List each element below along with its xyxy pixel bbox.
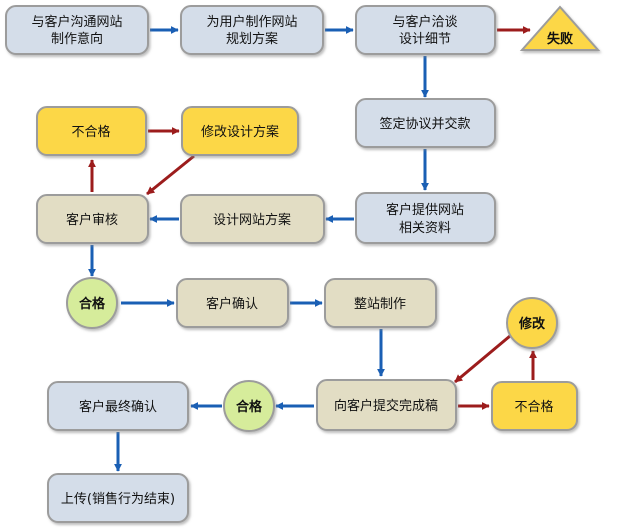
node-client-review: 客户审核 (36, 194, 149, 244)
node-label: 合格 (79, 296, 106, 312)
node-client-confirm: 客户确认 (176, 278, 289, 328)
node-planning-proposal: 为用户制作网站 规划方案 (180, 5, 324, 55)
node-revise: 修改 (506, 297, 558, 349)
node-label: 修改设计方案 (201, 124, 279, 140)
node-label: 不合格 (514, 399, 553, 415)
node-label: 合格 (236, 399, 263, 415)
arrow-mod1-n7 (146, 154, 195, 196)
node-label: 修改 (518, 316, 546, 332)
node-label: 整站制作 (354, 297, 406, 312)
node-fail: 失败 (519, 5, 601, 51)
node-qualified-1: 合格 (66, 277, 118, 329)
node-label-line2: 规划方案 (226, 31, 278, 47)
node-upload-end: 上传(销售行为结束) (47, 473, 189, 523)
node-unqualified-2: 不合格 (491, 381, 578, 431)
node-label-line1: 与客户洽谈 (392, 14, 457, 30)
node-negotiate-details: 与客户洽谈 设计细节 (355, 5, 496, 55)
node-label: 签定协议并交款 (379, 116, 470, 132)
arrow-mod2-n10 (454, 334, 511, 384)
node-label: 客户审核 (66, 212, 118, 228)
node-revise-design: 修改设计方案 (181, 106, 299, 156)
node-label: 客户确认 (206, 296, 258, 312)
node-sign-agreement: 签定协议并交款 (355, 98, 496, 148)
node-design-site-plan: 设计网站方案 (180, 194, 325, 244)
node-label: 不合格 (71, 124, 110, 140)
node-label-line2: 制作意向 (51, 31, 103, 47)
fail-label: 失败 (547, 31, 573, 47)
node-label-line1: 客户提供网站 (386, 202, 464, 218)
node-label: 客户最终确认 (79, 399, 157, 415)
node-unqualified-1: 不合格 (36, 106, 147, 156)
node-label: 上传(销售行为结束) (61, 491, 175, 507)
node-label-line1: 与客户沟通网站 (31, 14, 122, 30)
node-submit-final-draft: 向客户提交完成稿 (316, 379, 457, 431)
node-label-line1: 为用户制作网站 (206, 14, 297, 30)
node-qualified-2: 合格 (223, 380, 275, 432)
node-site-production: 整站制作 (324, 278, 437, 328)
node-label-line2: 相关资料 (399, 221, 451, 236)
node-client-provides-materials: 客户提供网站 相关资料 (355, 192, 496, 244)
node-label: 向客户提交完成稿 (334, 398, 438, 414)
node-final-confirm: 客户最终确认 (47, 381, 189, 431)
arrows (88, 26, 537, 472)
node-label: 设计网站方案 (213, 212, 291, 228)
node-communicate-intent: 与客户沟通网站 制作意向 (5, 5, 149, 55)
node-label-line2: 设计细节 (399, 32, 451, 47)
